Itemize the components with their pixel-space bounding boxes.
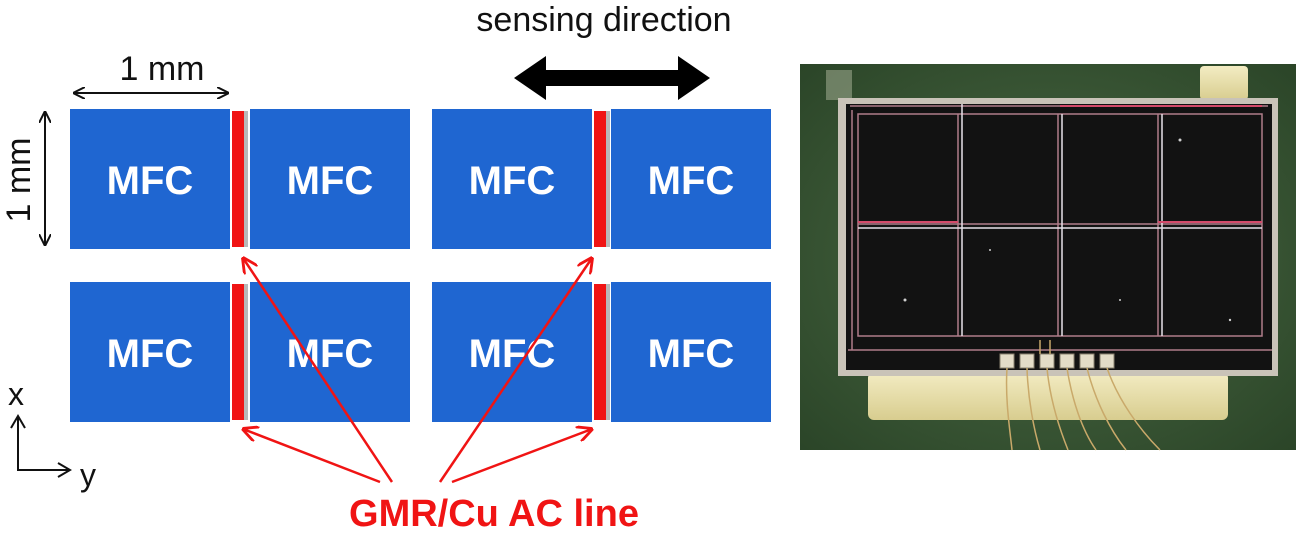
mfc-label: MFC [287, 332, 374, 376]
axis-indicator: x y [8, 376, 96, 493]
board-mark [826, 70, 852, 100]
mfc-block [250, 282, 410, 422]
pointer-arrow [243, 258, 394, 483]
width-dimension-label: 1 mm [120, 50, 205, 88]
pointer-arrow [451, 429, 592, 484]
double-arrow-icon [514, 56, 710, 100]
height-dimension-label: 1 mm [0, 138, 38, 223]
mfc-group-left-top: MFC MFC [70, 109, 410, 249]
chip-grid [848, 105, 1272, 351]
mfc-block [70, 282, 230, 422]
chip-red-traces [858, 105, 1262, 223]
mfc-label: MFC [107, 159, 194, 203]
board-pad [868, 372, 1228, 420]
axis-x-label: x [8, 376, 24, 412]
mfc-label: MFC [287, 159, 374, 203]
axis-up-arrowhead-icon [10, 414, 26, 429]
pointer-arrow [243, 429, 381, 484]
mfc-group-right-top: MFC MFC [432, 109, 771, 249]
pointer-arrow [438, 258, 592, 483]
mfc-block [250, 109, 410, 249]
mfc-block [611, 109, 771, 249]
mfc-block [432, 109, 592, 249]
axis-lines [17, 418, 68, 471]
sensing-direction: sensing direction [476, 1, 732, 100]
gmr-shadow [606, 284, 610, 420]
mfc-group-left-bottom: MFC MFC [70, 282, 410, 422]
chip-specks [903, 138, 1232, 322]
mfc-block [611, 282, 771, 422]
gmr-line-label: GMR/Cu AC line [349, 493, 639, 534]
mfc-block [432, 282, 592, 422]
board-pad [1200, 66, 1248, 100]
mfc-block [70, 109, 230, 249]
chip-die [846, 104, 1272, 370]
gmr-line [232, 111, 244, 247]
mfc-group-right-bottom: MFC MFC [432, 282, 771, 422]
axis-right-arrowhead-icon [57, 462, 72, 478]
gmr-line [232, 284, 244, 420]
gmr-shadow [244, 284, 248, 420]
wire-bonds [1005, 340, 1161, 451]
gmr-shadow [244, 111, 248, 247]
gmr-shadow [606, 111, 610, 247]
sensing-direction-label: sensing direction [476, 1, 731, 39]
chip-photo [800, 64, 1296, 451]
gmr-line [594, 111, 606, 247]
mfc-label: MFC [469, 332, 556, 376]
width-dimension: 1 mm [74, 50, 228, 93]
gmr-callout: GMR/Cu AC line [243, 258, 639, 534]
mfc-label: MFC [469, 159, 556, 203]
bond-pads [999, 353, 1115, 369]
chip-traces [858, 104, 1262, 336]
axis-y-label: y [80, 457, 96, 493]
height-dimension: 1 mm [0, 112, 45, 245]
mfc-label: MFC [107, 332, 194, 376]
mfc-label: MFC [648, 332, 735, 376]
mfc-label: MFC [648, 159, 735, 203]
gmr-line [594, 284, 606, 420]
